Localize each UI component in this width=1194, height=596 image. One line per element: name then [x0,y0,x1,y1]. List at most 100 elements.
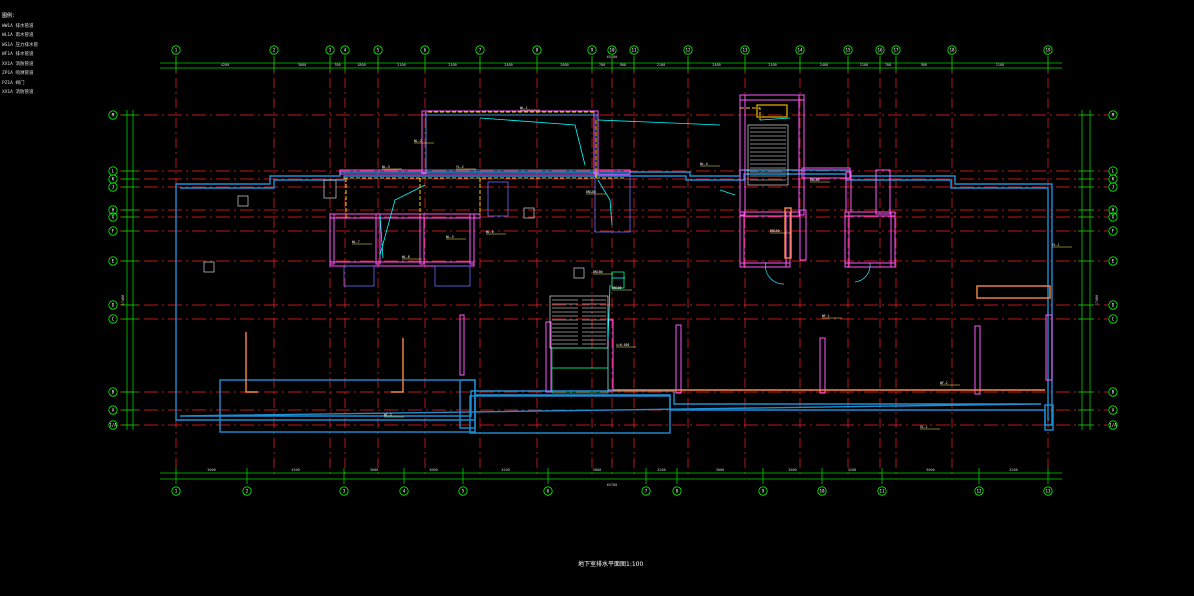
stair-box [551,347,609,369]
axis-bubble [1108,226,1118,236]
shear-wall [459,314,465,376]
axis-bubble [877,486,887,496]
dim-text: 2400 [712,63,720,67]
dim-text: 4200 [221,63,229,67]
legend: 图例： WW1A 排水管道 WL1A 雨水管道 WS1A 压力排水管 WF1A … [2,12,38,98]
inner-wall [179,173,1049,421]
storm-pipes [379,117,791,341]
axis-bubble-label: 14 [797,48,803,53]
axis-bubble-label: 5 [377,48,380,53]
axis-bubble [108,300,118,310]
dim-text: 4200 [848,468,856,472]
axis-bubble [108,387,118,397]
axis-bubble [641,486,651,496]
axis-bubble [1108,420,1118,430]
axis-bubble [108,405,118,415]
axis-bubble-label: J [112,185,115,190]
shaft-box [976,285,1051,299]
axis-bubble [108,314,118,324]
shear-wall [421,110,427,174]
ramp-outline [459,379,476,429]
axis-bubble-label: 13 [742,48,748,53]
shear-wall [798,94,805,216]
axis-bubble-label: 18 [949,48,955,53]
axis-bubble-label: 11 [631,48,637,53]
axis-bubble-label: 9 [591,48,594,53]
storm-pipe [479,117,586,166]
axis-bubble-label: 6 [424,48,427,53]
dim-text: 700 [599,63,605,67]
shear-wall [419,213,425,265]
axis-bubble [1108,212,1118,222]
orange-lines [245,104,1051,393]
axis-bubble [171,45,181,55]
axis-bubble-label: H [112,208,115,213]
axis-bubble [817,486,827,496]
shear-wall [799,209,807,261]
pipe-label: WL-1 [520,106,528,110]
shear-wall [375,213,381,265]
axis-bubble [740,45,750,55]
axis-bubble-label: G [1112,215,1115,220]
axis-bubble [171,486,181,496]
room [434,265,471,287]
dim-text: 4200 [501,468,509,472]
axis-bubble-label: 5 [462,489,465,494]
ramp-outline [469,395,671,434]
axis-bubble [1108,405,1118,415]
shear-wall [739,94,805,101]
room [594,174,631,233]
equipment [203,179,625,289]
shear-wall [675,324,682,394]
axis-bubble-label: M [112,113,115,118]
axis-bubble-label: 4 [344,48,347,53]
axis-bubble-label: 7 [645,489,648,494]
axis-bubble [108,110,118,120]
building-outline [175,169,1054,434]
axis-bubble [1043,486,1053,496]
dim-text: 4200 [1009,468,1017,472]
legend-item: WF1A 排水管道 [2,52,34,57]
axis-bubble [843,45,853,55]
pipe-label: DN100 [612,286,622,290]
axis-grid [120,58,1108,478]
axis-bubble-label: 12 [976,489,982,494]
shear-wall [845,171,852,213]
dim-text: 2100 [860,63,868,67]
axis-bubble-label: 8 [676,489,679,494]
axis-bubble-label: 1/A [1109,423,1117,428]
axis-bubble [108,182,118,192]
axis-bubble [242,486,252,496]
axis-bubble [420,45,430,55]
dim-text: 2400 [504,63,512,67]
axis-bubble-label: A [1112,408,1115,413]
pipe-label: DN100 [810,178,820,182]
dim-side-left: 17400 [121,295,125,306]
axis-bubble-label: K [1112,177,1115,182]
axis-bubble-label: 3 [329,48,332,53]
axis-bubble-label: B [112,390,115,395]
axis-bubble-label: K [112,177,115,182]
pipe-labels: WL-1WL-2WL-3WL-4WL-5WL-6WL-7WL-8DN100DN1… [352,106,1072,430]
axis-bubble [607,45,617,55]
axis-bubble [269,45,279,55]
dim-text: 900 [921,63,927,67]
legend-item: WS1A 压力排水管 [2,42,39,48]
axis-bubble-label: B [1112,390,1115,395]
legend-item: PZ1A 阀门 [2,80,25,86]
stairs [549,124,789,394]
shear-wall [329,213,481,219]
legend-item: WL1A 雨水管道 [2,33,34,38]
dim-text: 3000 [207,468,215,472]
pipe-label: WL-3 [382,165,390,169]
pipe-label: DN150 [770,229,780,233]
pipe-label: WF-2 [940,381,948,385]
shear-wall [844,211,850,268]
shear-wall [819,337,826,394]
axis-bubble-label: 13 [1045,489,1051,494]
axis-bubble [947,45,957,55]
axis-bubble [1108,387,1118,397]
axis-bubble [108,226,118,236]
